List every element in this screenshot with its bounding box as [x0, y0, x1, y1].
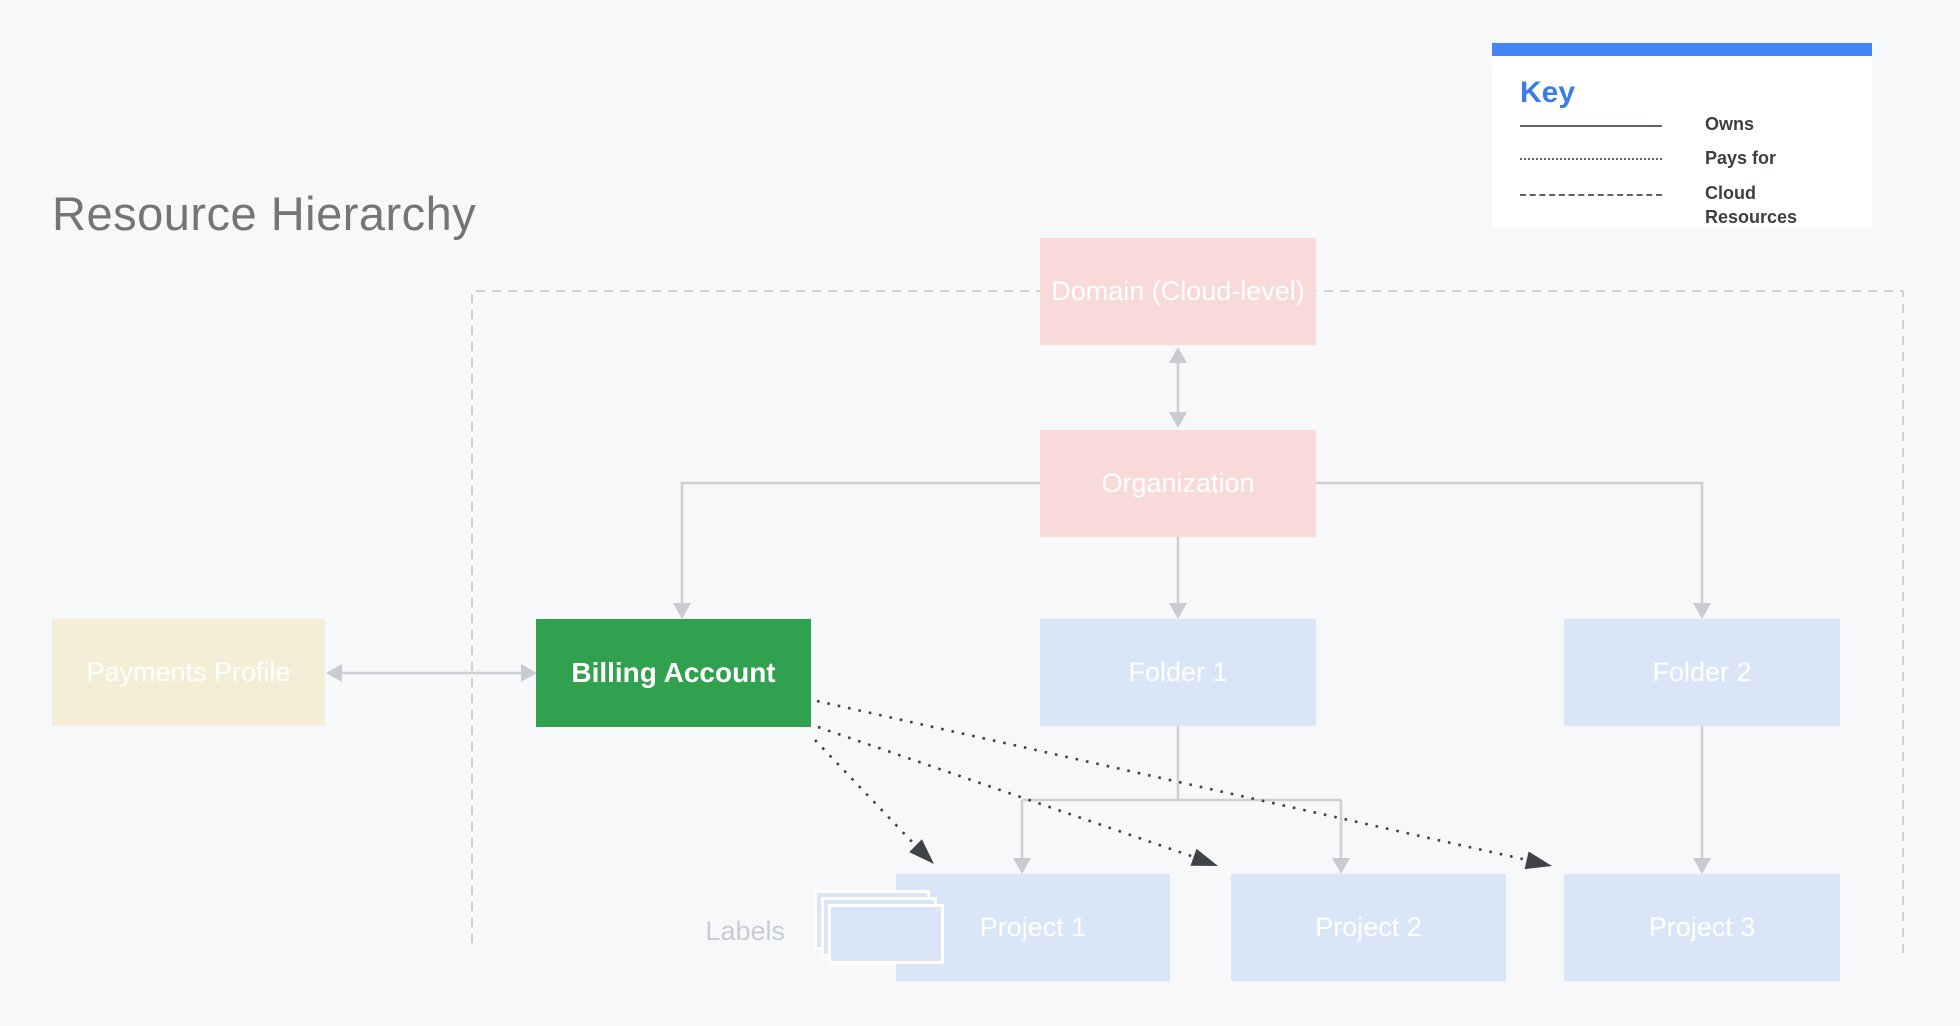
- legend-label-cloud-resources: Cloud Resources: [1705, 183, 1798, 227]
- node-project-2-label: Project 2: [1315, 912, 1422, 942]
- page-title: Resource Hierarchy: [52, 187, 477, 240]
- node-project-3-label: Project 3: [1648, 912, 1756, 942]
- node-project-3: Project 3: [1564, 874, 1840, 981]
- node-organization-label: Organization: [1101, 468, 1255, 498]
- node-organization: Organization: [1040, 430, 1316, 537]
- node-folder-1: Folder 1: [1040, 619, 1316, 726]
- owns-line-icon: [1520, 125, 1662, 127]
- legend-body: Key Owns Pays for Cloud Resources: [1492, 56, 1872, 228]
- node-project-1-label: Project 1: [979, 912, 1087, 942]
- node-billing-account: Billing Account: [536, 619, 811, 727]
- node-folder-1-label: Folder 1: [1128, 657, 1228, 687]
- legend-panel: Key Owns Pays for Cloud Resources: [1492, 43, 1872, 228]
- legend-label-owns: Owns: [1705, 114, 1755, 134]
- legend-heading: Key: [1520, 76, 1576, 109]
- legend-label-pays-for: Pays for: [1705, 148, 1777, 168]
- pays-for-connectors: [814, 699, 1528, 862]
- cloud-resources-line-icon: [1520, 194, 1662, 196]
- node-domain: Domain (Cloud-level): [1040, 238, 1316, 345]
- pays-for-line-icon: [1520, 158, 1662, 160]
- node-project-2: Project 2: [1231, 874, 1506, 981]
- labels-card-front-icon: [828, 904, 944, 964]
- pays-for-arrowheads: [909, 839, 1552, 870]
- node-payments-profile-label: Payments Profile: [86, 657, 291, 687]
- node-folder-2: Folder 2: [1564, 619, 1840, 726]
- node-billing-account-label: Billing Account: [571, 657, 776, 688]
- node-folder-2-label: Folder 2: [1652, 657, 1752, 687]
- owns-connectors: [340, 361, 1704, 860]
- owns-connector-arrowheads: [326, 347, 1711, 874]
- node-domain-label: Domain (Cloud-level): [1051, 276, 1305, 306]
- labels-caption: Labels: [705, 916, 785, 946]
- node-payments-profile: Payments Profile: [52, 619, 325, 726]
- legend-accent-bar: [1492, 43, 1872, 56]
